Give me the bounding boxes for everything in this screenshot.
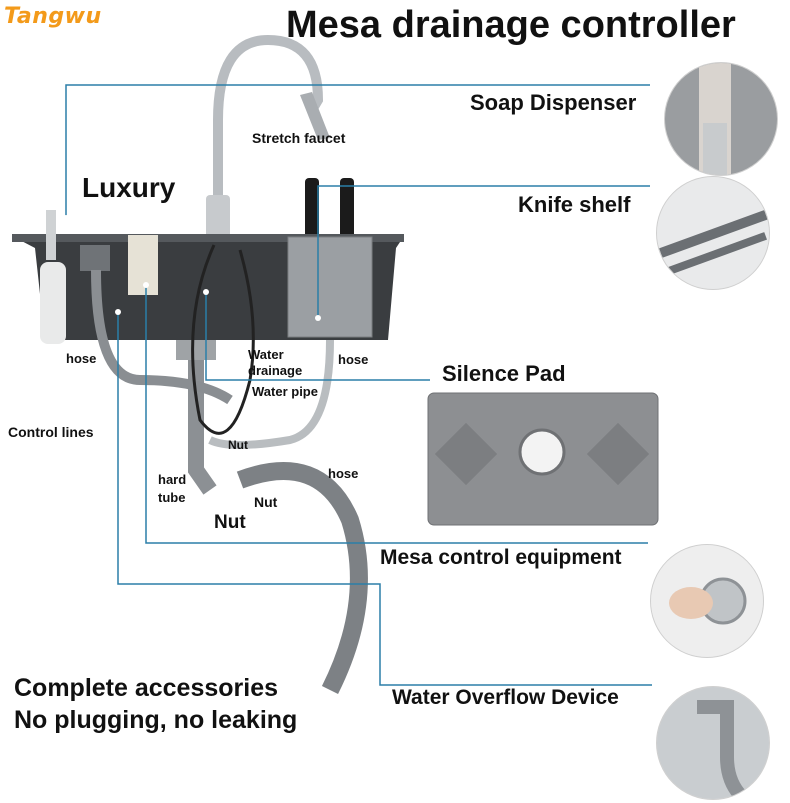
label-hard-tube-1: hard: [158, 472, 187, 487]
label-stretch-faucet: Stretch faucet: [252, 130, 346, 146]
label-control-lines: Control lines: [8, 424, 94, 440]
page-title: Mesa drainage controller: [286, 4, 736, 46]
label-nut-small: Nut: [228, 438, 248, 452]
footer-line-2: No plugging, no leaking: [14, 706, 298, 734]
label-silence-pad: Silence Pad: [442, 361, 566, 386]
brand-logo: Tangwu: [4, 4, 102, 29]
label-hard-tube-2: tube: [158, 490, 186, 505]
mesa-control-photo: [650, 544, 764, 658]
label-nut-mid: Nut: [254, 494, 278, 510]
label-hose-left: hose: [66, 351, 97, 366]
label-soap-dispenser: Soap Dispenser: [470, 90, 637, 115]
label-nut-big: Nut: [214, 512, 246, 533]
label-hose-right: hose: [338, 352, 369, 367]
label-water-overflow: Water Overflow Device: [392, 686, 619, 709]
label-water-drainage-2: drainage: [248, 363, 303, 378]
footer-line-1: Complete accessories: [14, 674, 279, 702]
water-overflow-photo: [656, 686, 770, 800]
label-knife-shelf: Knife shelf: [518, 192, 631, 217]
soap-dispenser-photo: [664, 62, 778, 176]
label-water-pipe: Water pipe: [252, 384, 318, 399]
label-hose-lower: hose: [328, 466, 359, 481]
label-luxury: Luxury: [82, 172, 176, 203]
label-water-drainage-1: Water: [248, 347, 284, 362]
knife-shelf-photo: [656, 176, 770, 290]
label-mesa-control: Mesa control equipment: [380, 546, 622, 569]
